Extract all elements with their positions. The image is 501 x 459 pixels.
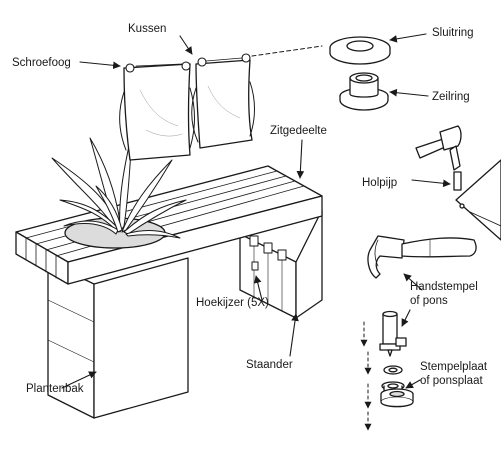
label-handstempel: Handstempel	[410, 281, 478, 293]
cushion-right	[191, 59, 255, 149]
punch-sequence-arrows	[360, 321, 372, 431]
label-stempelplaat-2: of ponsplaat	[420, 375, 483, 387]
label-zeilring: Zeilring	[432, 91, 470, 103]
leader-arrows	[61, 33, 451, 389]
seat-top	[15, 165, 323, 285]
punch-ring	[383, 365, 403, 375]
fabric-corner	[455, 159, 501, 241]
dashed-guide	[251, 45, 323, 57]
holpijp-tool	[415, 125, 462, 191]
cushion-left	[119, 63, 195, 161]
hammer	[367, 235, 477, 279]
label-stempelplaat: Stempelplaat	[420, 361, 488, 373]
label-staander: Staander	[246, 359, 293, 371]
corner-brackets	[249, 235, 287, 271]
grommet-washer	[329, 36, 391, 65]
label-hoekijzer: Hoekijzer (5X)	[196, 297, 269, 309]
label-holpijp: Holpijp	[362, 177, 397, 189]
labels: Schroefoog Kussen Sluitring Zeilring Zit…	[12, 23, 488, 395]
label-plantenbak: Plantenbak	[26, 383, 84, 395]
label-kussen: Kussen	[128, 23, 166, 35]
label-sluitring: Sluitring	[432, 27, 474, 39]
label-zitgedeelte: Zitgedeelte	[270, 125, 327, 137]
hand-punch	[379, 310, 407, 357]
grommet-ring	[339, 72, 389, 111]
label-handstempel-2: of pons	[410, 295, 448, 307]
die-plate	[380, 388, 414, 408]
hanging-rings	[125, 53, 251, 73]
label-schroefoog: Schroefoog	[12, 57, 71, 69]
